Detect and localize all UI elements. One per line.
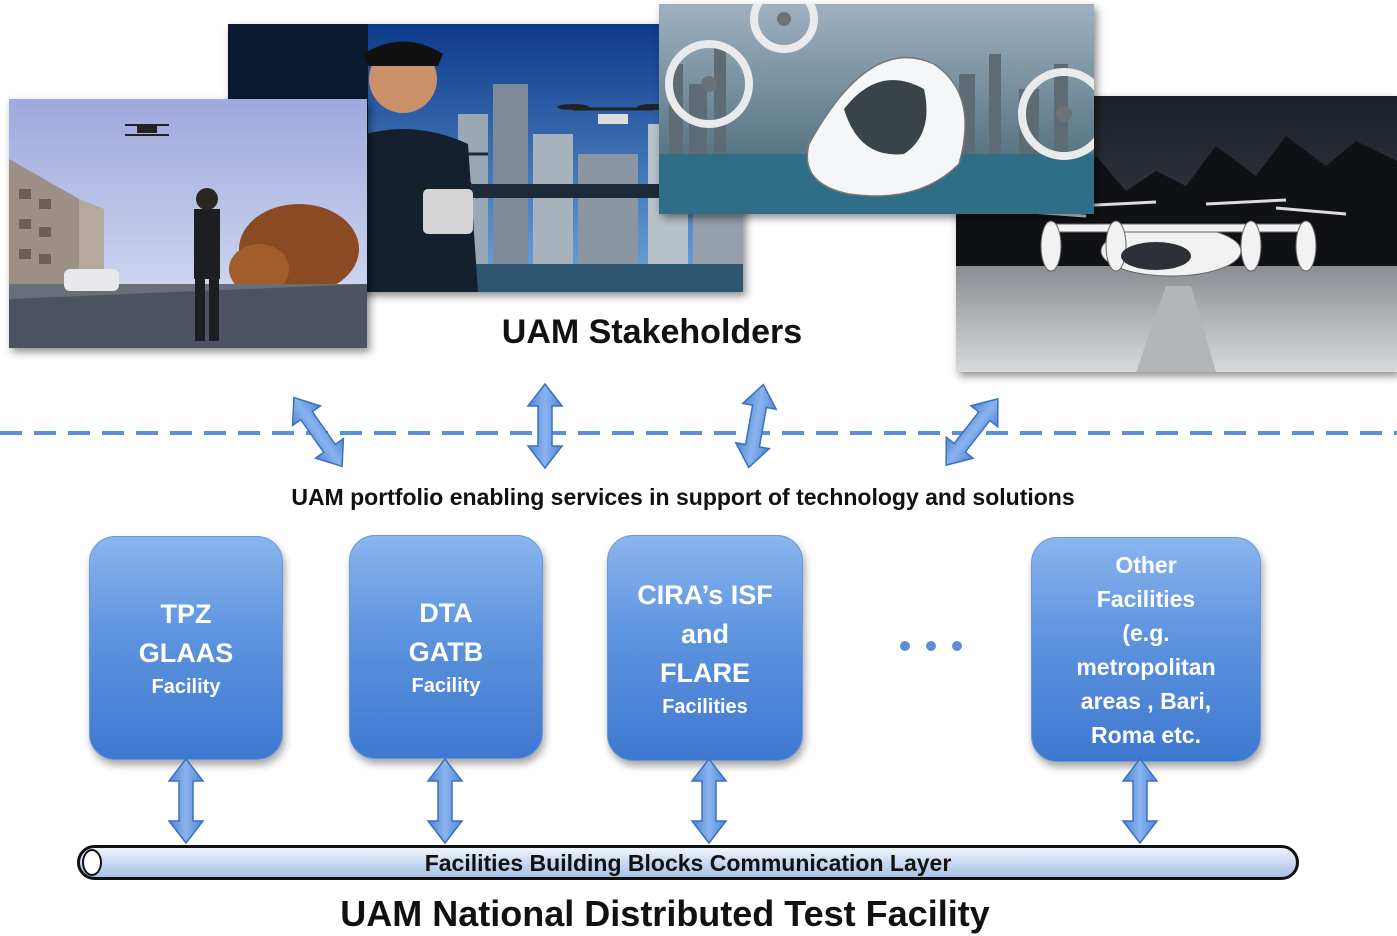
facility-name-line: Other [1115,551,1177,578]
bar-end-cap [82,849,102,876]
facility-box-other: Other Facilities (e.g. metropolitan area… [1031,537,1261,762]
portfolio-caption: UAM portfolio enabling services in suppo… [291,484,1075,510]
ellipsis-dots-icon [900,641,962,651]
facility-type-label: Facility [411,675,481,697]
photo-evtol-runway [956,96,1397,372]
facility-box-dta-gatb: DTA GATB Facility [349,535,543,759]
facility-box-tpz-glaas: TPZ GLAAS Facility [89,536,283,760]
communication-layer-label: Facilities Building Blocks Communication… [424,850,952,876]
double-arrow-icon [691,758,727,844]
communication-layer-bar: Facilities Building Blocks Communication… [77,845,1299,880]
national-test-facility-title: UAM National Distributed Test Facility [340,893,990,934]
double-arrow-icon [931,387,1013,477]
photo-drone-operator [9,99,367,348]
facility-name-line: GATB [408,637,484,667]
facility-name-line: areas , Bari, [1080,687,1212,714]
facility-name-line: CIRA’s ISF [637,579,773,610]
double-arrow-icon [1122,758,1158,844]
facility-name-line: GLAAS [138,638,234,668]
double-arrow-icon [279,387,357,477]
facility-name-line: FLARE [660,657,750,688]
double-arrow-icon [527,383,563,469]
facility-name-line: Facilities [1096,585,1196,612]
photo-air-taxi-city [659,4,1094,214]
stakeholders-title: UAM Stakeholders [501,313,803,351]
facility-box-cira-isf-flare: CIRA’s ISF and FLARE Facilities [607,535,803,761]
facility-type-label: Facility [151,676,221,698]
facility-name-line: TPZ [160,599,212,629]
double-arrow-icon [168,758,204,844]
double-arrow-icon [731,380,781,472]
facility-name-line: metropolitan [1076,653,1216,680]
facility-name-line: DTA [419,598,473,628]
facility-name-line: Roma etc. [1091,721,1201,748]
double-arrow-icon [427,758,463,844]
facility-name-line: and [680,618,729,649]
facility-name-line: (e.g. [1122,619,1170,646]
facility-type-label: Facilities [662,695,748,718]
